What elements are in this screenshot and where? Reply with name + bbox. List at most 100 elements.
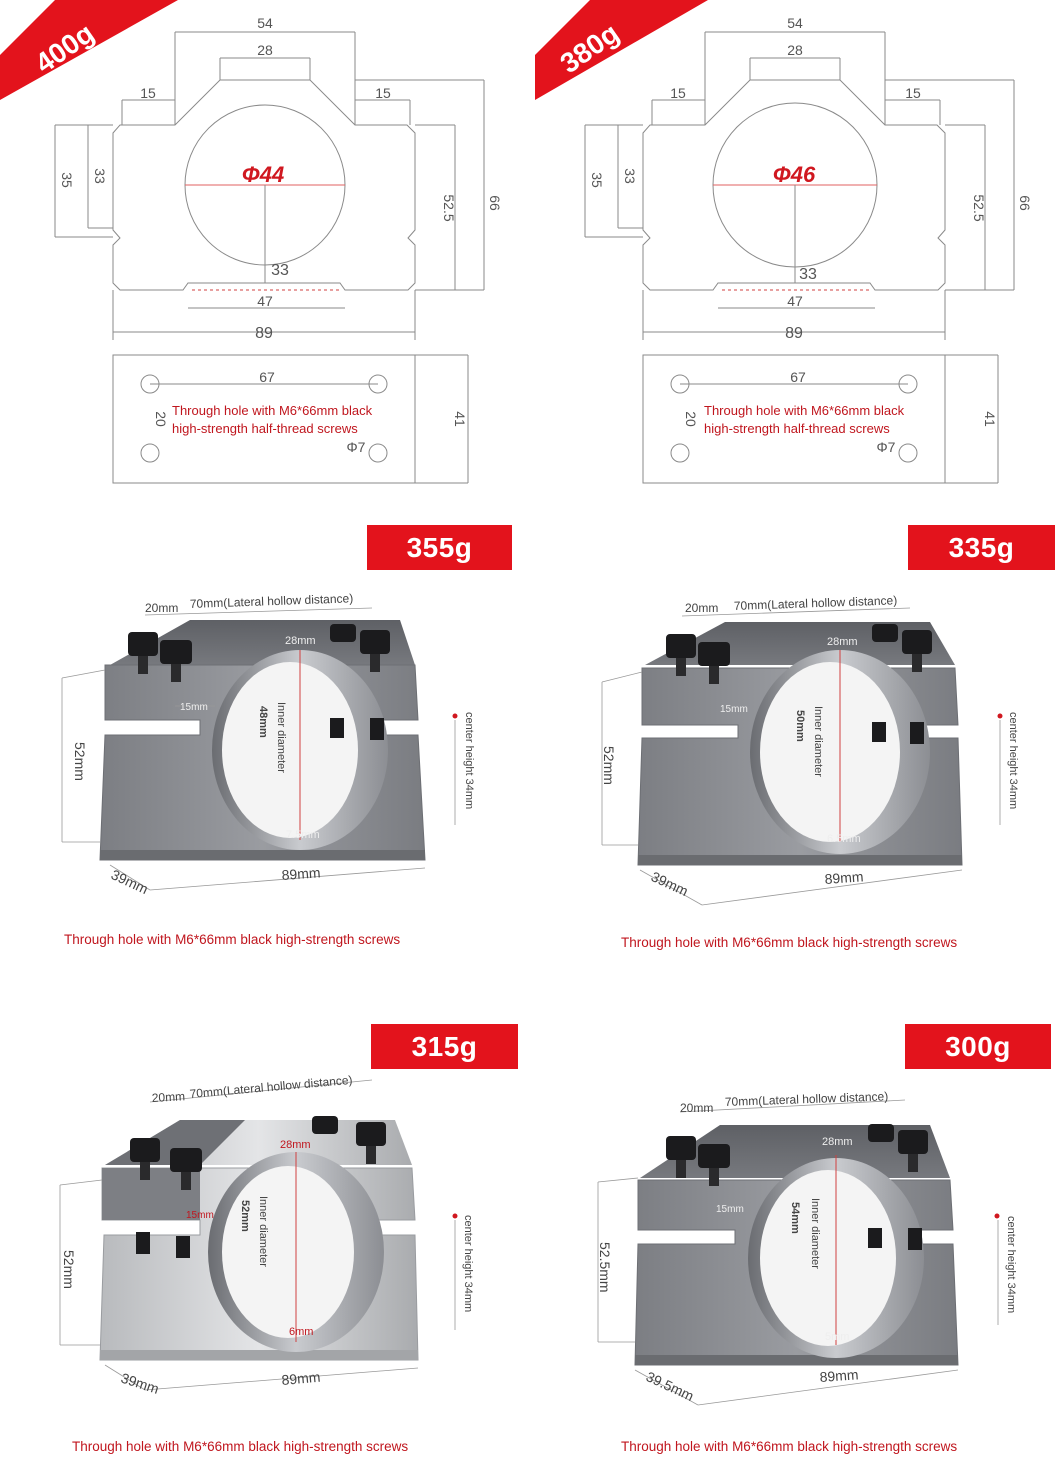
dim-hole-dia: Φ7 (877, 439, 896, 455)
dim-gap: 5mm (825, 1331, 849, 1343)
dim-length: 89mm (819, 1366, 859, 1385)
dim-side: 15mm (186, 1210, 214, 1221)
dim-plate-height: 41 (982, 411, 998, 427)
dim-side: 15mm (180, 702, 208, 713)
dim-center-height: center height 34mm (462, 1215, 474, 1312)
dim-20mm: 20mm (145, 601, 178, 615)
dim-height: 52.5mm (597, 1242, 613, 1293)
inner-value: 50mm (794, 710, 806, 742)
dim-hole-span: 67 (790, 369, 806, 385)
inner-value: 52mm (239, 1200, 251, 1232)
dim-plate-height: 41 (452, 411, 468, 427)
panel-caption: Through hole with M6*66mm black high-str… (621, 1439, 958, 1454)
dim-lateral: 70mm(Lateral hollow distance) (734, 593, 898, 613)
inner-value: 54mm (789, 1202, 801, 1234)
dim-center-height: center height 34mm (1007, 712, 1019, 809)
weight-badge: 300g (905, 1024, 1051, 1069)
dim-gap: 6mm (289, 1326, 313, 1338)
inner-label: Inner diameter (809, 1198, 821, 1269)
hole-note-line1: Through hole with M6*66mm black (704, 403, 905, 418)
weight-badge: 335g (908, 525, 1055, 570)
dim-height-inner: 33 (92, 168, 108, 184)
clamp-photo: 20mm 70mm(Lateral hollow distance) 28mm … (597, 1089, 1017, 1406)
drawing-right-svg: 54 28 15 15 35 33 52.5 66 33 47 89 67 20… (535, 0, 1033, 484)
panel-caption: Through hole with M6*66mm black high-str… (72, 1439, 409, 1454)
dim-lateral: 70mm(Lateral hollow distance) (725, 1089, 889, 1109)
inner-label: Inner diameter (257, 1196, 269, 1267)
dim-top: 28mm (280, 1139, 311, 1151)
drawing-left: 54 28 15 15 35 33 52.5 66 33 47 89 67 20… (0, 0, 530, 500)
bore-diameter: Φ46 (773, 162, 816, 187)
dim-center-height: center height 34mm (1005, 1216, 1017, 1313)
dim-length: 89mm (281, 864, 321, 883)
drawing-right: 54 28 15 15 35 33 52.5 66 33 47 89 67 20… (530, 0, 1060, 500)
dim-20mm: 20mm (151, 1089, 185, 1105)
dim-top: 28 (787, 42, 803, 58)
hole-note-line2: high-strength half-thread screws (704, 421, 890, 436)
dim-top: 28 (257, 42, 273, 58)
dim-center: 33 (799, 266, 817, 283)
dim-slot: 47 (787, 293, 803, 309)
dim-height: 52mm (601, 746, 617, 785)
inner-label: Inner diameter (812, 706, 824, 777)
dim-left-side: 15 (140, 85, 156, 101)
inner-label: Inner diameter (275, 702, 287, 773)
weight-badge: 315g (371, 1024, 518, 1069)
dim-top: 28mm (822, 1136, 853, 1148)
dim-hole-pitch: 20 (683, 411, 699, 427)
dim-height-outer: 35 (59, 172, 75, 188)
drawing-left-svg: 54 28 15 15 35 33 52.5 66 33 47 89 67 20… (0, 0, 503, 484)
hole-note-line1: Through hole with M6*66mm black (172, 403, 373, 418)
inner-value: 48mm (257, 706, 269, 738)
dim-lateral: 70mm(Lateral hollow distance) (189, 1073, 353, 1101)
dim-height: 52mm (72, 742, 88, 781)
clamp-photo: 20mm 70mm(Lateral hollow distance) 28mm … (61, 591, 475, 897)
dim-base: 89 (785, 325, 803, 342)
weight-ribbon (0, 0, 178, 100)
dim-hole-dia: Φ7 (347, 439, 366, 455)
clamp-photo: 20mm 70mm(Lateral hollow distance) 28mm … (601, 593, 1019, 906)
dim-depth: 39mm (649, 868, 691, 899)
dim-width: 54 (257, 15, 273, 31)
dim-height-total: 66 (1017, 195, 1033, 211)
dim-depth: 39.5mm (644, 1368, 697, 1404)
dim-depth: 39mm (109, 866, 151, 897)
dim-hole-span: 67 (259, 369, 275, 385)
dim-hole-pitch: 20 (153, 411, 169, 427)
dim-20mm: 20mm (685, 601, 718, 615)
weight-badge: 355g (367, 525, 512, 570)
dim-center-height: center height 34mm (463, 712, 475, 809)
dim-side: 15mm (720, 704, 748, 715)
dim-gap: 6.5mm (827, 833, 861, 845)
dim-height: 52mm (61, 1250, 77, 1289)
dim-lateral: 70mm(Lateral hollow distance) (190, 591, 354, 611)
dim-width: 54 (787, 15, 803, 31)
photo-panel-335g: 335g 20mm 70mm(Lateral hollow distance) … (530, 520, 1060, 960)
dim-side: 15mm (716, 1204, 744, 1215)
dim-center: 33 (271, 262, 289, 279)
weight-ribbon (535, 0, 708, 100)
dim-base: 89 (255, 325, 273, 342)
dim-height-inner: 33 (622, 168, 638, 184)
dim-height-right: 52.5 (971, 194, 987, 221)
dim-height-outer: 35 (589, 172, 605, 188)
dim-height-total: 66 (487, 195, 503, 211)
dim-right-side: 15 (905, 85, 921, 101)
dim-right-side: 15 (375, 85, 391, 101)
dim-left-side: 15 (670, 85, 686, 101)
photo-panel-315g: 315g 20mm 70mm(Lateral hollow distance) … (0, 1020, 530, 1462)
dim-20mm: 20mm (680, 1101, 713, 1115)
hole-note-line2: high-strength half-thread screws (172, 421, 358, 436)
dim-top: 28mm (827, 636, 858, 648)
clamp-photo: 20mm 70mm(Lateral hollow distance) 28mm … (59, 1073, 474, 1397)
dim-length: 89mm (824, 868, 864, 887)
photo-panel-355g: 355g 20mm 70mm(Lateral hollow distance) (0, 520, 530, 960)
photo-panel-300g: 300g 20mm 70mm(Lateral hollow distance) … (530, 1020, 1060, 1462)
dim-gap: 7.5mm (286, 829, 320, 841)
dim-slot: 47 (257, 293, 273, 309)
dim-depth: 39mm (119, 1370, 161, 1397)
dim-length: 89mm (281, 1369, 321, 1388)
bore-diameter: Φ44 (242, 162, 285, 187)
dim-height-right: 52.5 (441, 194, 457, 221)
panel-caption: Through hole with M6*66mm black high-str… (621, 935, 958, 950)
